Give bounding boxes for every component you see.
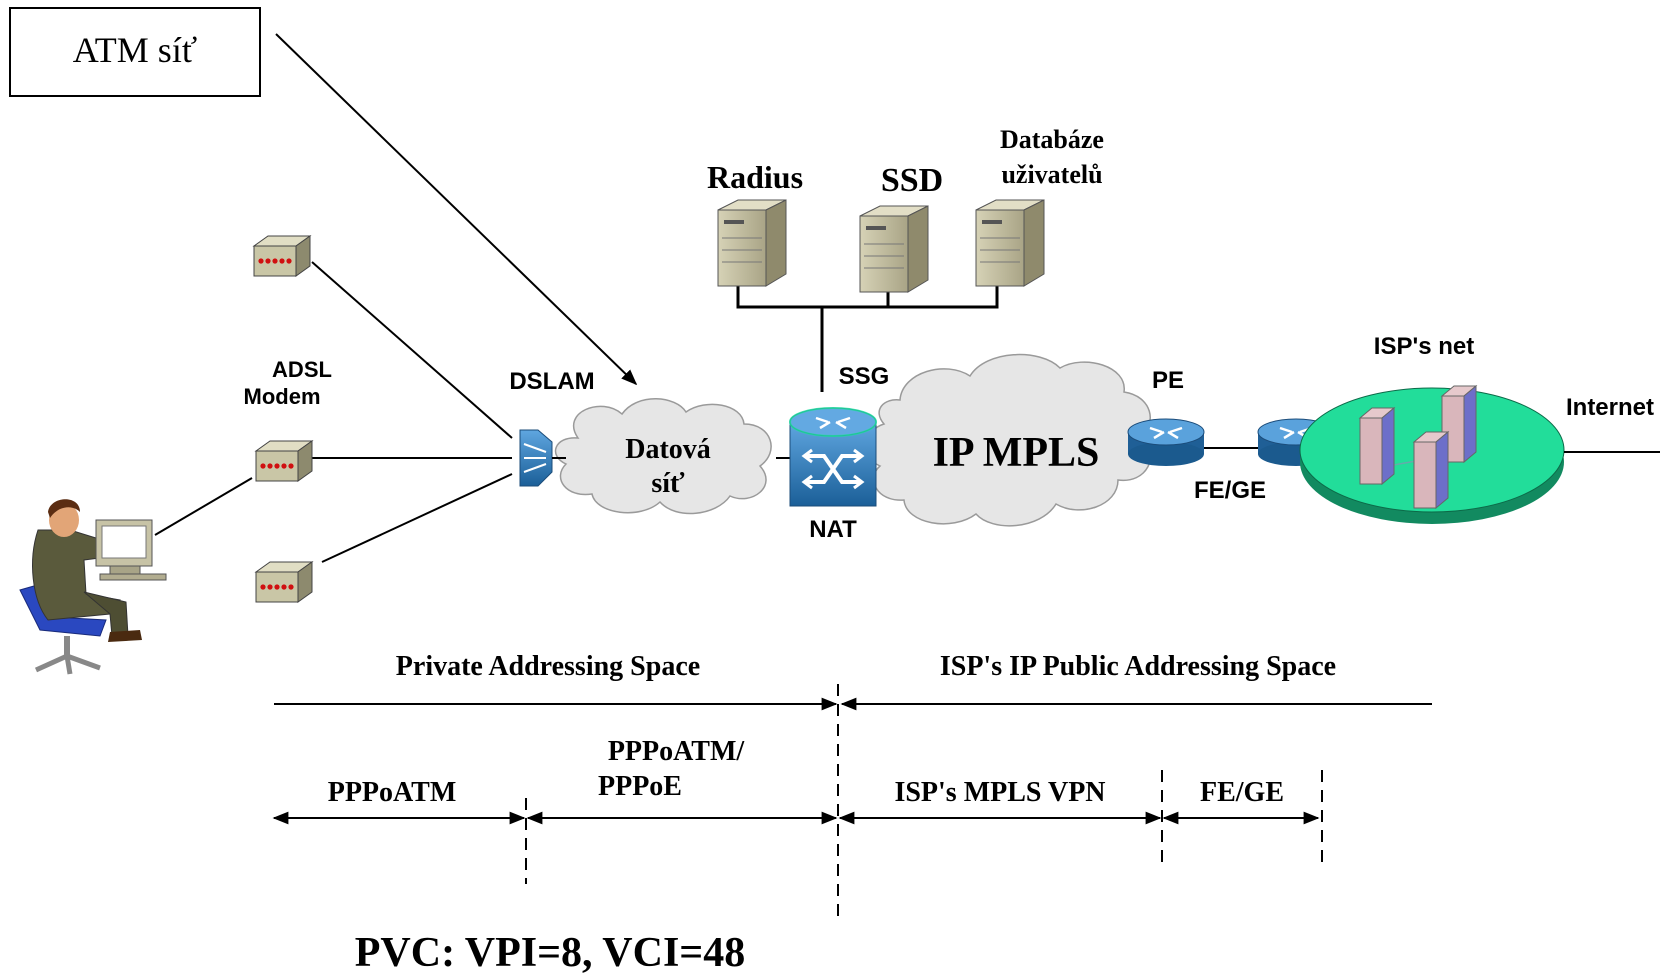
server-ssd-label: SSD xyxy=(881,162,943,199)
ip-mpls-cloud xyxy=(865,353,1151,527)
dslam-icon xyxy=(519,429,553,487)
fe-ge-link-label: FE/GE xyxy=(1194,477,1266,504)
user-workstation-icon xyxy=(19,499,167,675)
adsl-modem-label-1: ADSL xyxy=(272,357,332,382)
data-network-cloud xyxy=(554,398,772,515)
public-space-label: ISP's IP Public Addressing Space xyxy=(940,651,1336,682)
server-radius xyxy=(717,199,787,287)
server-database xyxy=(975,199,1045,287)
isp-net-label: ISP's net xyxy=(1374,333,1474,360)
ssg-nat-router-icon xyxy=(789,407,877,507)
segment-fe-ge-label: FE/GE xyxy=(1200,777,1284,808)
ssg-label: SSG xyxy=(839,363,890,390)
segment-pppoatm-label: PPPoATM xyxy=(328,777,457,808)
atm-callout-label: ATM síť xyxy=(73,30,197,70)
atm-callout: ATM síť xyxy=(9,7,638,386)
internet-label: Internet xyxy=(1566,394,1654,421)
mpls-cloud-label: IP MPLS xyxy=(933,430,1100,476)
server-database-label-1: Databáze xyxy=(1000,125,1104,154)
pe-label: PE xyxy=(1152,367,1184,394)
server-radius-label: Radius xyxy=(707,159,803,195)
nat-label: NAT xyxy=(809,516,857,543)
pe-router-icon xyxy=(1127,418,1205,466)
modem-links xyxy=(154,261,513,563)
isp-network-disk xyxy=(1299,384,1565,524)
server-ssd xyxy=(859,205,929,293)
adsl-modem-label-2: Modem xyxy=(244,384,321,409)
pvc-label: PVC: VPI=8, VCI=48 xyxy=(355,930,746,973)
data-cloud-label-1: Datová xyxy=(625,434,711,465)
data-cloud-label-2: síť xyxy=(651,468,685,499)
adsl-modem-bottom xyxy=(254,561,314,603)
dslam-label: DSLAM xyxy=(509,368,594,395)
callout-arrow xyxy=(275,33,638,386)
adsl-modem-middle xyxy=(254,440,314,482)
segment-mpls-vpn-label: ISP's MPLS VPN xyxy=(894,777,1105,808)
adsl-modem-top xyxy=(252,235,312,277)
segment-pppoatm-pppoe-label-2: PPPoE xyxy=(598,771,682,802)
server-database-label-2: uživatelů xyxy=(1001,160,1102,189)
segment-pppoatm-pppoe-label-1: PPPoATM/ xyxy=(608,736,746,767)
private-space-label: Private Addressing Space xyxy=(396,651,700,682)
